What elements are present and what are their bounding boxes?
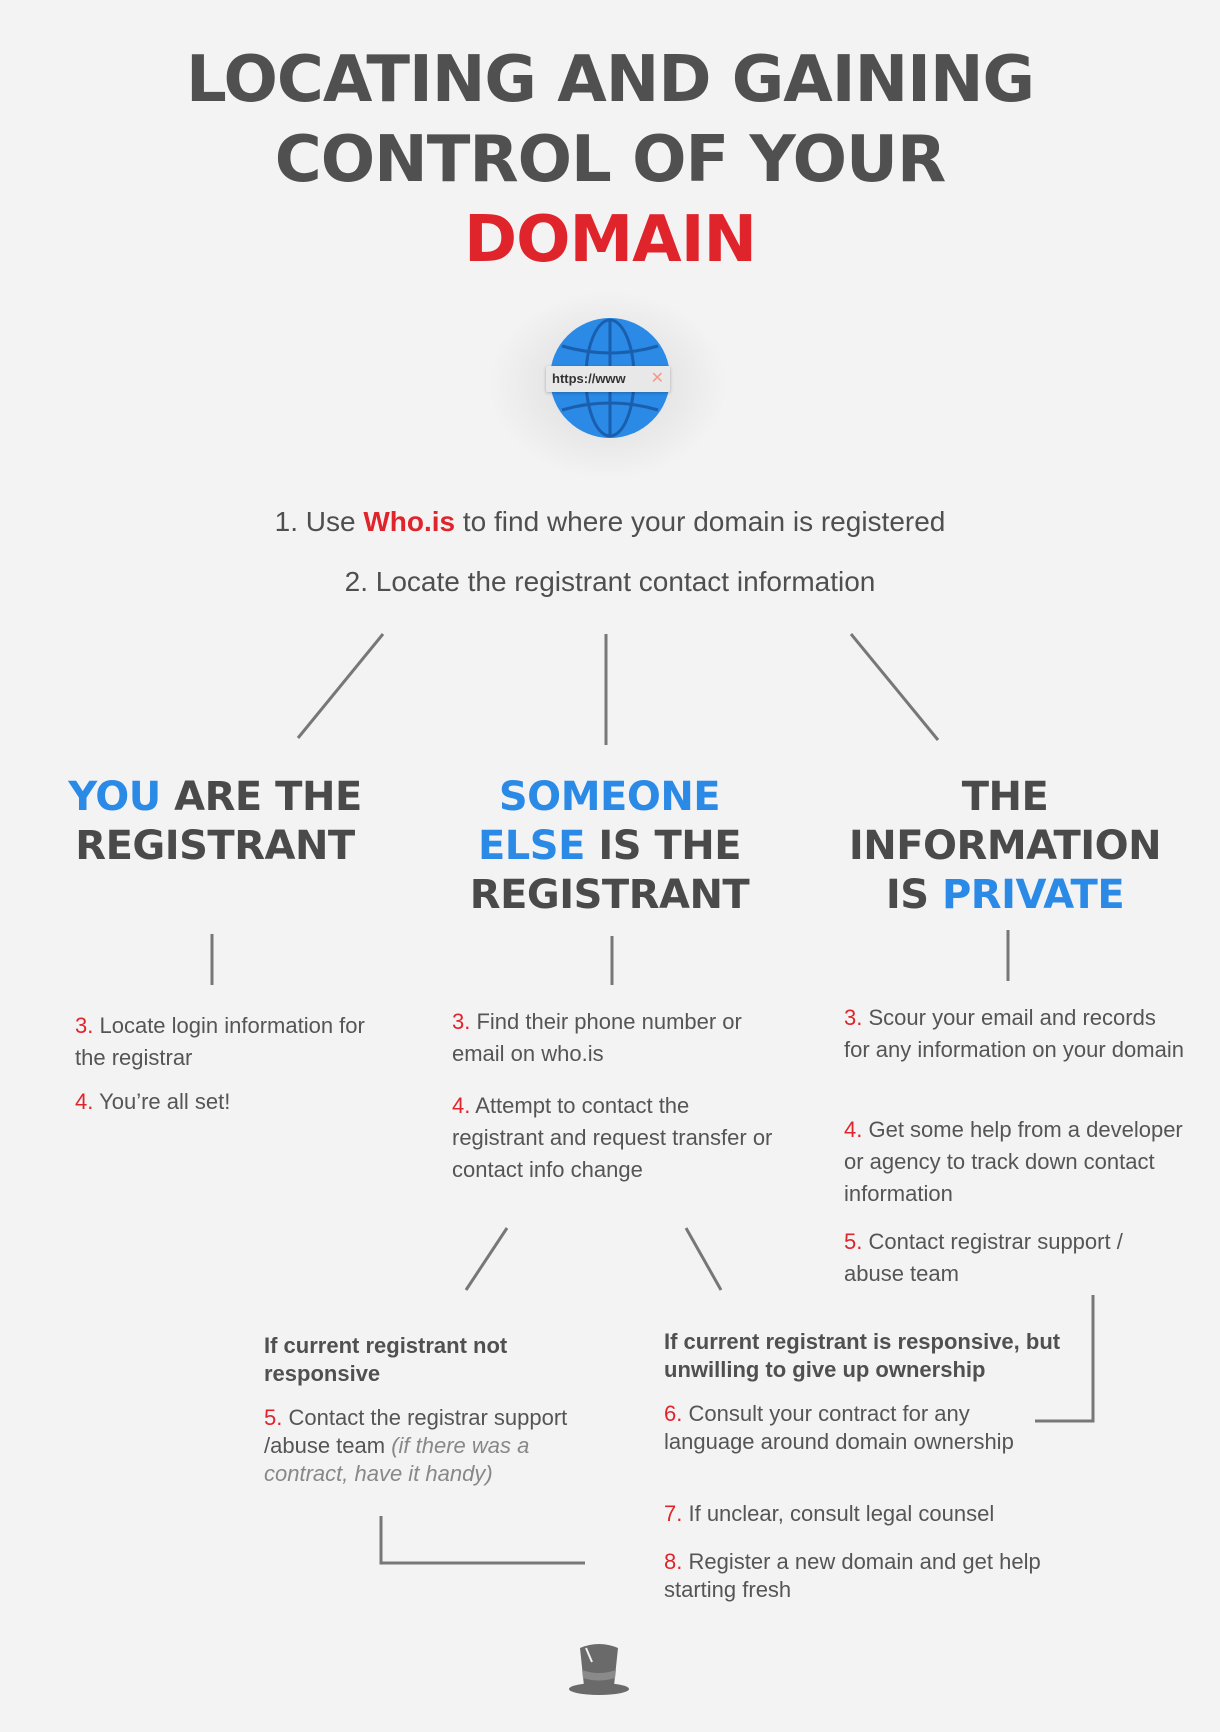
top-hat-icon [569, 1644, 629, 1695]
branch-3-heading: THE INFORMATION IS PRIVATE [840, 773, 1170, 920]
connector-private-to-ownership [1035, 1295, 1095, 1423]
item-text: Locate login information for the registr… [75, 1013, 365, 1070]
branch-2-item: 4. Attempt to contact the registrant and… [452, 1090, 782, 1186]
item-number: 4. [844, 1117, 863, 1142]
branch-1-heading: YOU ARE THE REGISTRANT [40, 773, 390, 871]
item-text: If unclear, consult legal counsel [688, 1501, 995, 1526]
item-number: 4. [452, 1093, 471, 1118]
branch-1-item: 3. Locate login information for the regi… [75, 1010, 375, 1074]
url-bar: https://www ✕ [546, 366, 670, 392]
item-number: 4. [75, 1089, 94, 1114]
item-text: Get some help from a developer or agency… [844, 1117, 1183, 1206]
branch-2-item: 3. Find their phone number or email on w… [452, 1006, 782, 1070]
item-number: 3. [75, 1013, 94, 1038]
sub-branch-1-item: 5. Contact the registrar support /abuse … [264, 1404, 604, 1488]
connector-left [296, 633, 385, 739]
branch-1-heading-text: ARE THE REGISTRANT [75, 774, 362, 869]
item-number: 5. [844, 1229, 863, 1254]
branch-1-item: 4. You’re all set! [75, 1086, 375, 1118]
sub-branch-2-item: 6. Consult your contract for any languag… [664, 1400, 1014, 1456]
branch-3-item: 3. Scour your email and records for any … [844, 1002, 1184, 1066]
sub-branch-1-condition: If current registrant not responsive [264, 1333, 508, 1386]
item-note: (if there was a contract, have it handy) [264, 1433, 530, 1486]
branch-1-heading-highlight: YOU [68, 774, 161, 820]
connector-right [849, 633, 940, 741]
connector-sub-right [684, 1227, 723, 1291]
item-text: Scour your email and records for any inf… [844, 1005, 1184, 1062]
sub-branch-2-item: 7. If unclear, consult legal counsel [664, 1500, 1044, 1528]
connector-support-bracket [379, 1516, 585, 1565]
page-title: LOCATING AND GAINING CONTROL OF YOUR DOM… [0, 40, 1220, 280]
item-number: 3. [844, 1005, 863, 1030]
url-text: https://www [552, 371, 626, 386]
item-text: Attempt to contact the registrant and re… [452, 1093, 773, 1182]
item-number: 5. [264, 1405, 283, 1430]
item-text: Register a new domain and get help start… [664, 1549, 1041, 1602]
step-2: 2. Locate the registrant contact informa… [344, 566, 876, 597]
item-number: 8. [664, 1549, 683, 1574]
item-text: You’re all set! [99, 1089, 231, 1114]
title-line-1: LOCATING AND GAINING [185, 43, 1035, 117]
item-number: 3. [452, 1009, 471, 1034]
whois-link[interactable]: Who.is [363, 506, 456, 537]
branch-3-item: 4. Get some help from a developer or age… [844, 1114, 1184, 1210]
title-line-2: CONTROL OF YOUR [274, 123, 946, 197]
branch-2-heading-highlight: SOMEONE ELSE [477, 774, 721, 869]
branch-3-item: 5. Contact registrar support / abuse tea… [844, 1226, 1184, 1290]
item-text: Find their phone number or email on who.… [452, 1009, 742, 1066]
item-number: 7. [664, 1501, 683, 1526]
title-line-3: DOMAIN [463, 203, 757, 277]
item-text: Contact the registrar support /abuse tea… [264, 1405, 568, 1458]
branch-3-heading-text: THE INFORMATION IS [848, 774, 1162, 918]
step-1-suffix: to find where your domain is registered [455, 506, 946, 537]
branch-2-heading: SOMEONE ELSE IS THE REGISTRANT [452, 773, 767, 920]
item-number: 6. [664, 1401, 683, 1426]
url-close-icon: ✕ [650, 370, 664, 387]
branch-2-heading-text: IS THE REGISTRANT [469, 823, 750, 918]
item-text: Consult your contract for any language a… [664, 1401, 1014, 1454]
branch-3-heading-highlight: PRIVATE [941, 872, 1125, 918]
step-1-prefix: 1. Use [274, 506, 364, 537]
sub-branch-2-item: 8. Register a new domain and get help st… [664, 1548, 1044, 1604]
sub-branch-2-condition: If current registrant is responsive, but… [664, 1329, 1061, 1382]
connector-sub-left [464, 1227, 509, 1291]
item-text: Contact registrar support / abuse team [844, 1229, 1123, 1286]
step-1: 1. Use Who.is to find where your domain … [0, 506, 1220, 538]
